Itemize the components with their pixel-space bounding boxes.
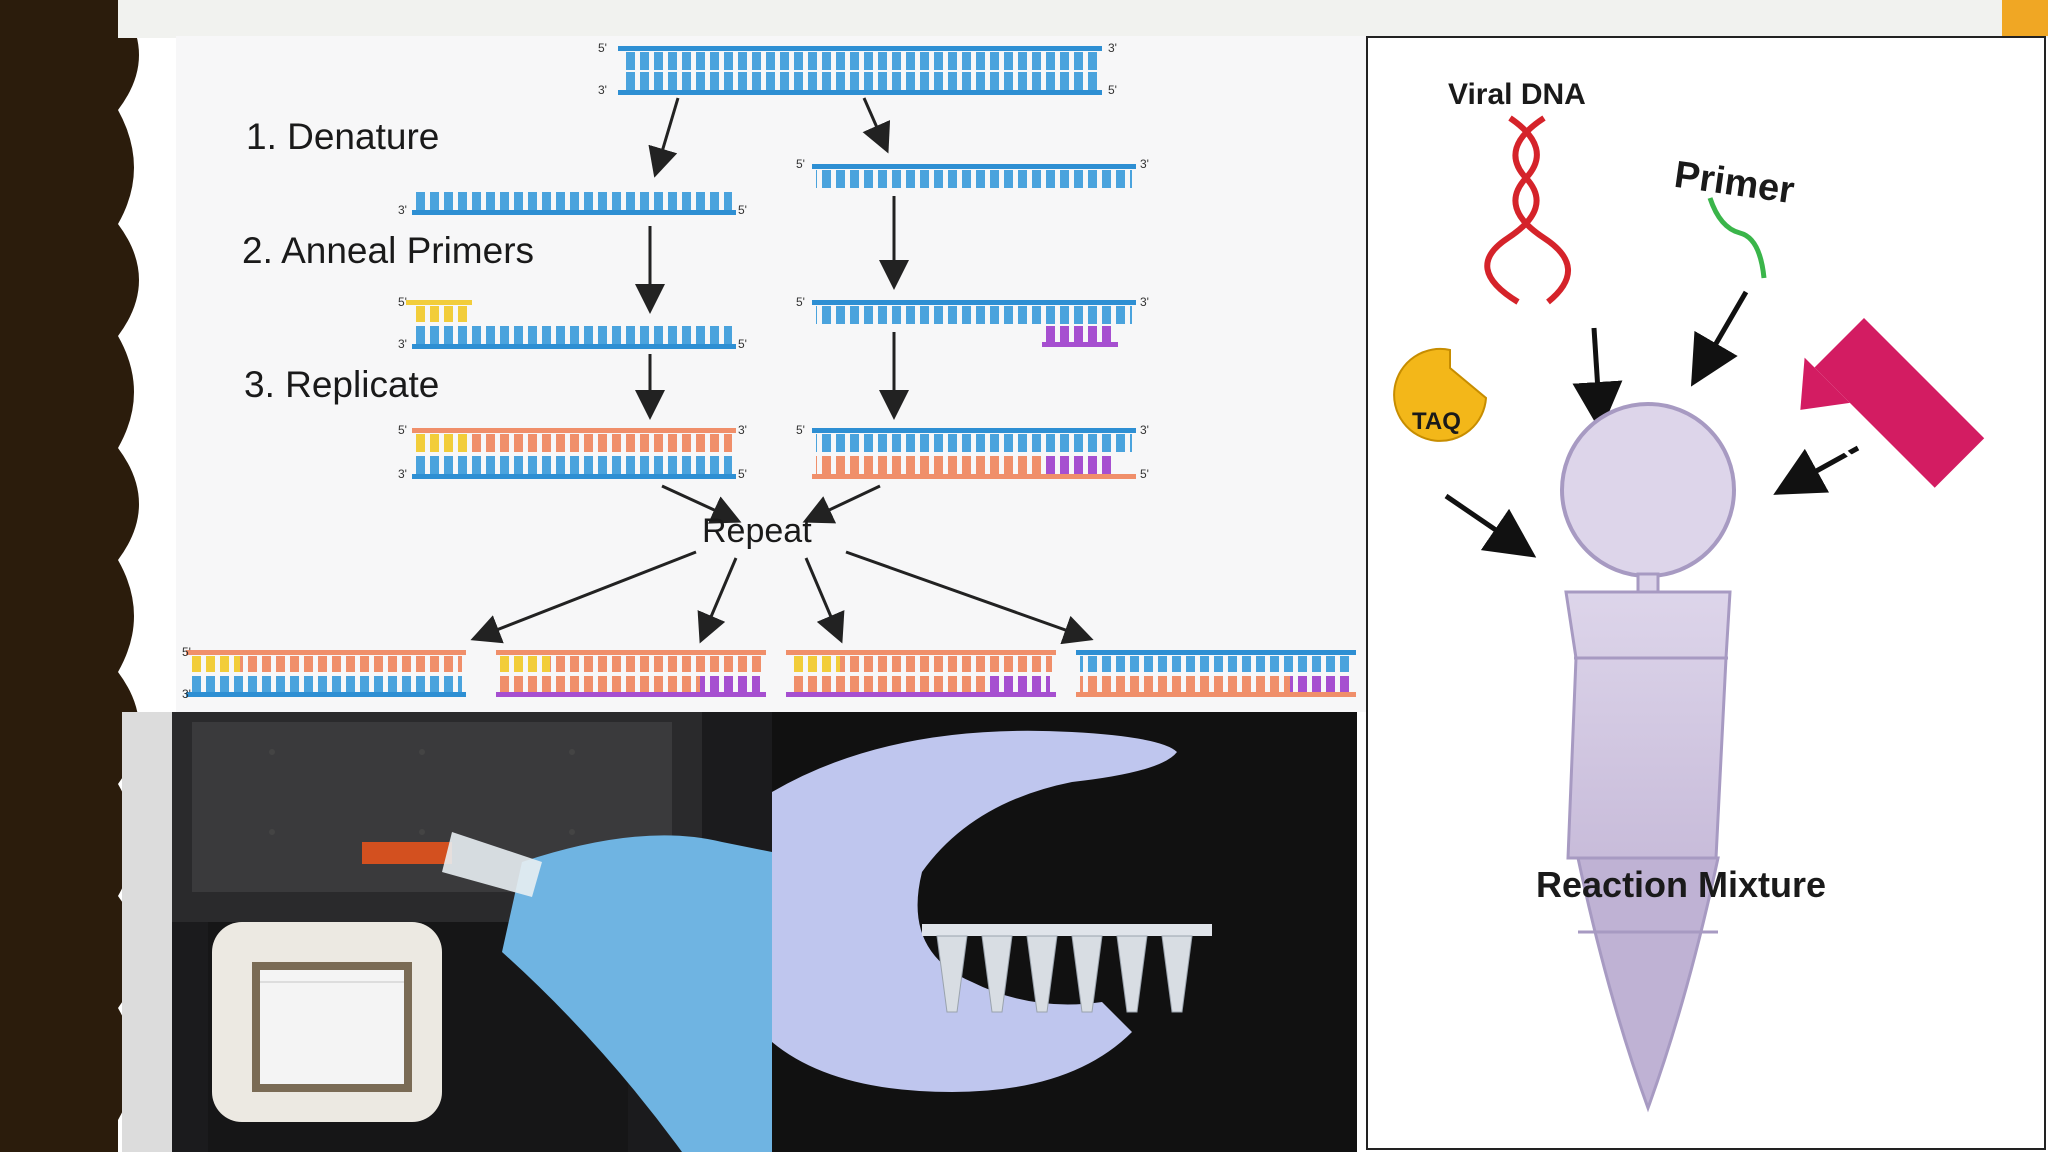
svg-text:5': 5'	[738, 337, 747, 351]
annealed-strand-right	[812, 300, 1136, 347]
dna-single-strand-right	[812, 164, 1136, 188]
reaction-mixture-label: Reaction Mixture	[1536, 864, 1827, 905]
svg-text:5': 5'	[738, 203, 747, 217]
svg-text:5': 5'	[398, 423, 407, 437]
reaction-graphics	[1393, 115, 1985, 1113]
step-anneal-primers: 2. Anneal Primers	[242, 230, 535, 271]
process-arrows	[470, 97, 1094, 645]
svg-text:3': 3'	[1108, 41, 1117, 55]
primer-strand	[1707, 197, 1767, 279]
reaction-tube	[1560, 402, 1736, 1113]
repeat-label: Repeat	[702, 512, 812, 550]
svg-text:3': 3'	[398, 203, 407, 217]
svg-text:5': 5'	[398, 295, 407, 309]
svg-text:3': 3'	[1140, 423, 1149, 437]
slide-top-band	[118, 0, 2048, 38]
product-strand-4	[1076, 650, 1356, 697]
svg-text:3': 3'	[398, 337, 407, 351]
accent-corner	[2002, 0, 2048, 36]
dntps-tag	[1800, 318, 1985, 488]
svg-text:5': 5'	[796, 295, 805, 309]
replicated-strand-left	[412, 428, 736, 479]
annealed-strand-left	[406, 300, 736, 349]
svg-text:5': 5'	[182, 645, 191, 659]
reagent-arrows	[1444, 290, 1860, 558]
reaction-mixture-panel: Viral DNA Primer TAQ DNTPs Reaction Mixt…	[1366, 36, 2046, 1150]
product-strand-1	[186, 650, 466, 697]
dna-single-strand-left	[412, 192, 736, 215]
viral-dna-helix	[1484, 115, 1571, 305]
svg-text:3': 3'	[398, 467, 407, 481]
svg-text:3': 3'	[738, 423, 747, 437]
dna-double-strand-top	[618, 46, 1102, 95]
svg-text:5': 5'	[1140, 467, 1149, 481]
strand-end-labels: 5' 3' 3' 5' 3' 5' 5' 3' 5' 3' 5' 5' 3' 5' 3' 3' 5…	[182, 41, 1149, 701]
product-strand-2	[496, 650, 766, 697]
svg-text:5': 5'	[738, 467, 747, 481]
step-denature: 1. Denature	[246, 116, 440, 157]
svg-text:3': 3'	[1140, 157, 1149, 171]
taq-label: TAQ	[1412, 408, 1461, 435]
pcr-cycle-diagram: 5' 3' 3' 5' 3' 5' 5' 3' 5' 3' 5' 5' 3' 5' 3' 3' 5…	[176, 36, 1366, 712]
product-strand-3	[786, 650, 1056, 697]
viral-dna-label: Viral DNA	[1448, 78, 1586, 111]
wavy-sidebar	[0, 0, 139, 1152]
svg-text:5': 5'	[796, 423, 805, 437]
svg-text:3': 3'	[182, 687, 191, 701]
replicated-strand-right	[812, 428, 1136, 479]
svg-text:3': 3'	[598, 83, 607, 97]
pcr-strands: 5' 3' 3' 5' 3' 5' 5' 3' 5' 3' 5' 5' 3' 5' 3' 3' 5…	[182, 41, 1356, 701]
step-replicate: 3. Replicate	[244, 364, 440, 405]
svg-text:3': 3'	[1140, 295, 1149, 309]
svg-text:5': 5'	[1108, 83, 1117, 97]
svg-text:5': 5'	[598, 41, 607, 55]
svg-text:5': 5'	[796, 157, 805, 171]
taq-enzyme-shape	[1393, 347, 1488, 442]
thermal-cycler-photo	[122, 712, 772, 1152]
pcr-tube-strip-photo	[772, 712, 1357, 1152]
